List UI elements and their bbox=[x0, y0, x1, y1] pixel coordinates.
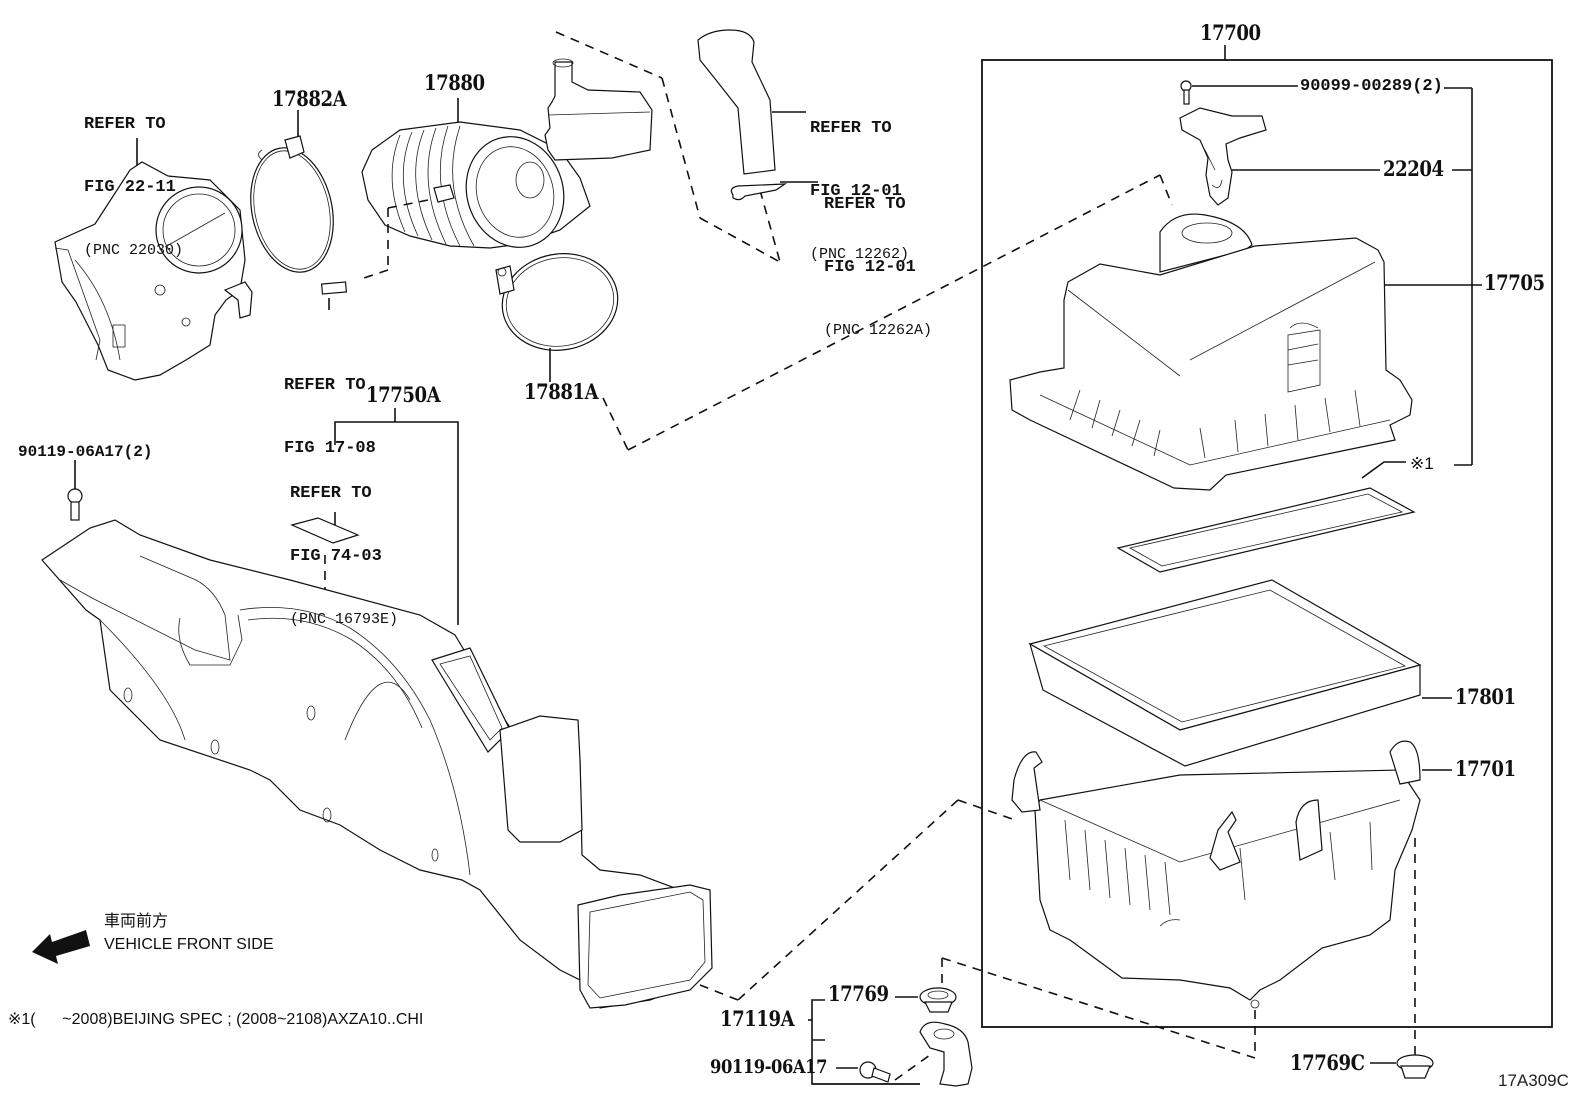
reference-label-plate[interactable]: REFER TO FIG 74-03 (PNC 16793E) bbox=[290, 441, 398, 672]
gasket-note-1 bbox=[1116, 461, 1416, 573]
part-label-17705[interactable]: 17705 bbox=[1484, 270, 1545, 295]
reference-inlet-hose[interactable]: REFER TO FIG 12-01 (PNC 12262) bbox=[810, 76, 909, 307]
reference-line-1: REFER TO bbox=[284, 376, 366, 395]
air-flow-meter-22204 bbox=[1179, 107, 1380, 206]
hose-clip bbox=[730, 181, 818, 201]
bolt-90119-06a17-single bbox=[836, 1054, 931, 1083]
part-label-17769c[interactable]: 17769C bbox=[1290, 1050, 1365, 1075]
note-marker-1: ※1 bbox=[1410, 454, 1434, 473]
part-label-90119-06a17-pair[interactable]: 90119-06A17(2) bbox=[18, 443, 153, 461]
bracket-17119a bbox=[811, 999, 973, 1087]
cushion-17769c bbox=[1370, 838, 1434, 1079]
reference-hose-clip[interactable]: REFER TO FIG 12-01 (PNC 12262A) bbox=[824, 152, 932, 383]
intake-air-hose-17880 bbox=[357, 98, 591, 281]
part-label-90119-06a17[interactable]: 90119-06A17 bbox=[710, 1056, 828, 1078]
part-label-22204[interactable]: 22204 bbox=[1383, 156, 1444, 181]
reference-line-1: REFER TO bbox=[810, 119, 892, 138]
reference-line-2: FIG 17-08 bbox=[284, 439, 376, 458]
assembly-box-17700 bbox=[981, 45, 1553, 1028]
bracket-17705-group bbox=[1380, 87, 1482, 466]
bolt-90119-06a17-pair bbox=[67, 460, 83, 521]
part-label-17880[interactable]: 17880 bbox=[424, 70, 485, 95]
air-cleaner-cap-17705 bbox=[1009, 213, 1413, 491]
intake-duct-17750a bbox=[41, 519, 713, 1009]
bracket-17750a bbox=[334, 408, 459, 625]
vehicle-front-japanese: 車両前方 bbox=[104, 913, 169, 930]
reference-line-2: FIG 22-11 bbox=[84, 178, 176, 197]
part-label-17700[interactable]: 17700 bbox=[1200, 20, 1261, 45]
part-label-17801[interactable]: 17801 bbox=[1455, 684, 1516, 709]
part-label-17701[interactable]: 17701 bbox=[1455, 756, 1516, 781]
part-label-17881a[interactable]: 17881A bbox=[524, 379, 599, 404]
reference-sensor-pipe[interactable]: REFER TO FIG 17-08 bbox=[284, 333, 376, 501]
sensor-pipe bbox=[320, 281, 348, 310]
grommet-17769 bbox=[895, 987, 957, 1013]
screw-90099-00289 bbox=[1180, 80, 1298, 105]
hose-clamp-17882a bbox=[250, 110, 334, 273]
footnote-1: ※1( ~2008)BEIJING SPEC ; (2008~2108)AXZA… bbox=[8, 1011, 424, 1028]
filter-element-17801 bbox=[1028, 579, 1452, 767]
reference-line-1: REFER TO bbox=[290, 484, 372, 503]
part-label-17750a[interactable]: 17750A bbox=[366, 382, 441, 407]
figure-code: 17A309C bbox=[1498, 1071, 1569, 1090]
reference-pnc: (PNC 16793E) bbox=[290, 611, 399, 628]
resonator bbox=[544, 58, 653, 161]
part-label-17769[interactable]: 17769 bbox=[828, 981, 889, 1006]
dashed-guide-resonator bbox=[555, 31, 781, 263]
dashed-guide-upper bbox=[602, 174, 1173, 451]
reference-pnc: (PNC 12262A) bbox=[824, 322, 933, 339]
air-cleaner-case-17701 bbox=[1011, 740, 1452, 1009]
reference-line-1: REFER TO bbox=[824, 195, 906, 214]
part-label-90099-00289[interactable]: 90099-00289(2) bbox=[1300, 77, 1443, 96]
reference-pnc: (PNC 22030) bbox=[84, 242, 184, 259]
vehicle-front-arrow-icon bbox=[32, 930, 90, 964]
reference-line-2: FIG 12-01 bbox=[824, 258, 916, 277]
hose-clamp-17881a bbox=[495, 253, 619, 382]
vehicle-front-english: VEHICLE FRONT SIDE bbox=[104, 936, 274, 953]
part-label-17119a[interactable]: 17119A bbox=[720, 1006, 795, 1031]
reference-throttle-body[interactable]: REFER TO FIG 22-11 (PNC 22030) bbox=[84, 72, 183, 303]
reference-line-1: REFER TO bbox=[84, 115, 166, 134]
throttle-body bbox=[54, 138, 253, 381]
reference-line-2: FIG 74-03 bbox=[290, 547, 382, 566]
reference-line-2: FIG 12-01 bbox=[810, 182, 902, 201]
reference-pnc: (PNC 12262) bbox=[810, 246, 910, 263]
dashed-guide-lines-lower bbox=[699, 799, 1256, 1059]
label-plate bbox=[290, 517, 360, 590]
inlet-hose bbox=[697, 29, 806, 175]
part-label-17882a[interactable]: 17882A bbox=[272, 86, 347, 111]
